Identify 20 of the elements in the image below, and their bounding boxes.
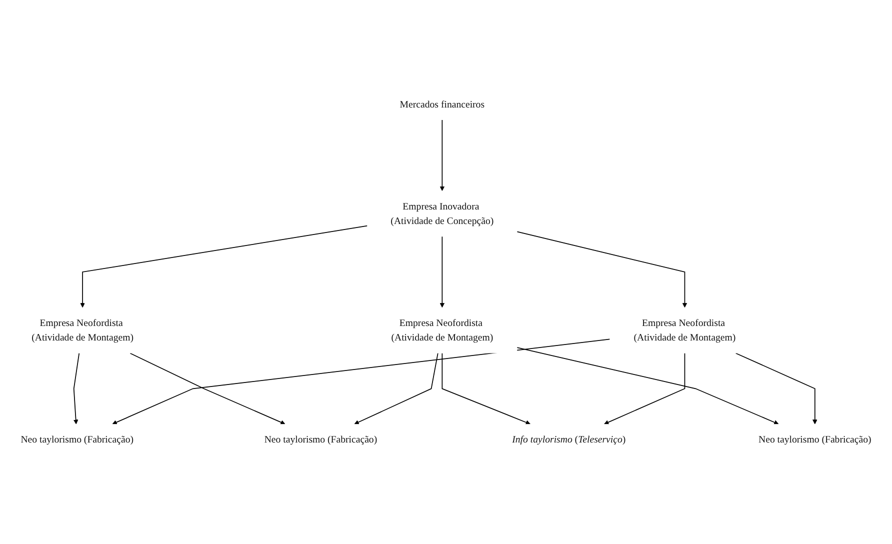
node-text: Empresa Neofordista (Atividade de Montagem) [634, 317, 736, 343]
arrow [112, 338, 610, 425]
arrow [442, 352, 530, 425]
arrow [73, 352, 80, 424]
arrow [516, 347, 779, 425]
node-text: Neo taylorismo (Fabricação) [264, 434, 378, 445]
arrow [80, 225, 368, 308]
arrow [735, 352, 818, 424]
node-text: Neo taylorismo (Fabricação) [20, 434, 134, 445]
arrow [440, 120, 445, 191]
arrow [516, 231, 688, 308]
node-text: Mercados financeiros [400, 98, 485, 110]
arrow [354, 352, 438, 424]
arrow [440, 236, 445, 308]
node-text: Empresa Inovadora (Atividade de Concepção) [390, 200, 494, 226]
arrow [604, 352, 686, 425]
node-text: Info taylorismo (Teleserviço) [512, 434, 626, 445]
node-text: Neo taylorismo (Fabricação) [758, 434, 872, 445]
node-text: Empresa Neofordista (Atividade de Montagem) [32, 317, 134, 343]
arrow [130, 352, 286, 425]
